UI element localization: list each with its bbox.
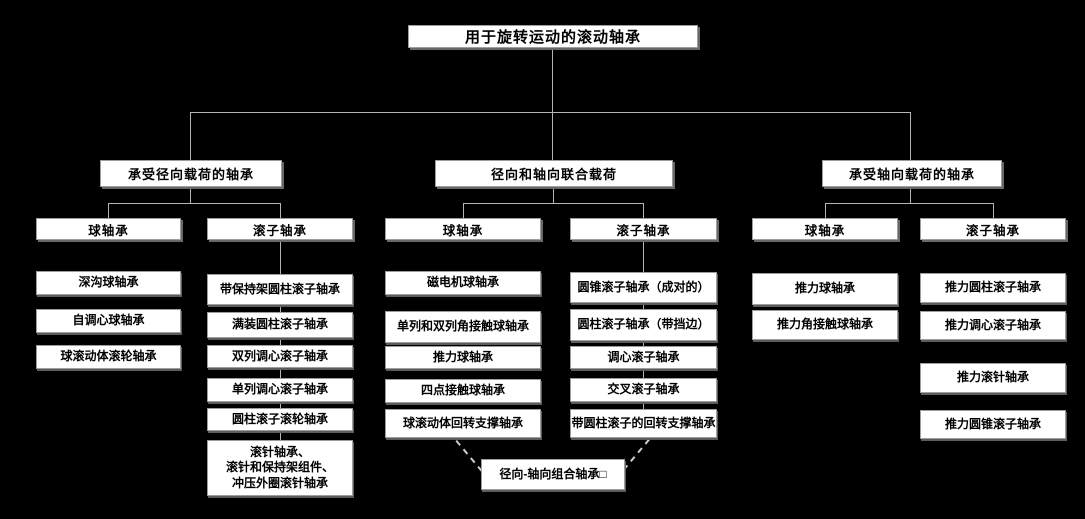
branch-combined-load: 径向和轴向联合载荷: [435, 160, 673, 187]
bearing-type-box: 自调心球轴承: [36, 309, 181, 333]
branch-radial-load: 承受径向载荷的轴承: [100, 160, 282, 187]
bearing-type-box: 带保持架圆柱滚子轴承: [207, 274, 353, 305]
connector-line: [552, 112, 553, 160]
bearing-type-box: 调心滚子轴承: [570, 346, 717, 369]
branch-axial-load: 承受轴向载荷的轴承: [822, 160, 1002, 187]
bearing-type-box: 推力调心滚子轴承: [920, 311, 1066, 340]
bearing-type-box: 双列调心滚子轴承: [207, 345, 353, 368]
subheader-ball-bearings: 球轴承: [752, 218, 898, 240]
bearing-type-box: 球滚动体回转支撑轴承: [385, 409, 541, 438]
bearing-type-box: 推力圆锥滚子轴承: [920, 410, 1066, 439]
bearing-type-box: 深沟球轴承: [36, 271, 181, 295]
bearing-type-box: 推力球轴承: [752, 273, 898, 305]
connector-line: [463, 203, 644, 204]
bearing-type-box: 满装圆柱滚子轴承: [207, 312, 353, 338]
bearing-type-box: 带圆柱滚子的回转支撑轴承: [570, 409, 717, 438]
bearing-type-box: 单列调心滚子轴承: [207, 378, 353, 402]
bearing-type-box: 四点接触球轴承: [385, 379, 541, 403]
connector-line: [190, 112, 191, 160]
bearing-type-box: 单列和双列角接触球轴承: [385, 311, 541, 343]
connector-line: [910, 187, 911, 203]
bearing-type-box: 推力角接触球轴承: [752, 310, 898, 340]
connector-line: [553, 187, 554, 203]
dashed-connector-line: [622, 438, 650, 471]
connector-line: [825, 203, 826, 218]
subheader-roller-bearings: 滚子轴承: [920, 218, 1066, 240]
connector-line: [190, 187, 191, 203]
bearing-type-box: 推力圆柱滚子轴承: [920, 273, 1066, 303]
connector-line: [825, 203, 994, 204]
bearing-type-box: 推力球轴承: [385, 346, 541, 369]
connector-line: [910, 112, 911, 160]
bearing-type-box: 圆锥滚子轴承（成对的）: [570, 272, 717, 303]
connector-line: [552, 47, 553, 112]
combined-bearing-box: 径向-轴向组合轴承□: [481, 459, 625, 490]
subheader-roller-bearings: 滚子轴承: [570, 218, 717, 240]
bearing-type-box: 交叉滚子轴承: [570, 378, 717, 402]
subheader-roller-bearings: 滚子轴承: [207, 218, 353, 240]
connector-line: [108, 203, 109, 218]
bearing-type-box: 滚针轴承、 滚针和保持架组件、 冲压外圈滚针轴承: [207, 440, 353, 496]
connector-line: [280, 203, 281, 218]
diagram-title: 用于旋转运动的滚动轴承: [408, 25, 698, 48]
bearing-type-box: 圆柱滚子滚轮轴承: [207, 408, 353, 431]
bearing-type-box: 球滚动体滚轮轴承: [36, 345, 181, 369]
connector-line: [993, 203, 994, 218]
bearing-type-box: 磁电机球轴承: [385, 271, 541, 295]
subheader-ball-bearings: 球轴承: [385, 218, 541, 240]
connector-line: [108, 203, 281, 204]
subheader-ball-bearings: 球轴承: [36, 218, 181, 240]
connector-line: [643, 203, 644, 218]
bearing-type-box: 推力滚针轴承: [920, 363, 1066, 393]
dashed-connector-line: [455, 440, 483, 472]
bearing-type-box: 圆柱滚子轴承（带挡边）: [570, 309, 717, 341]
connector-line: [190, 112, 911, 113]
column-spine-line: [280, 240, 281, 440]
connector-line: [463, 203, 464, 218]
